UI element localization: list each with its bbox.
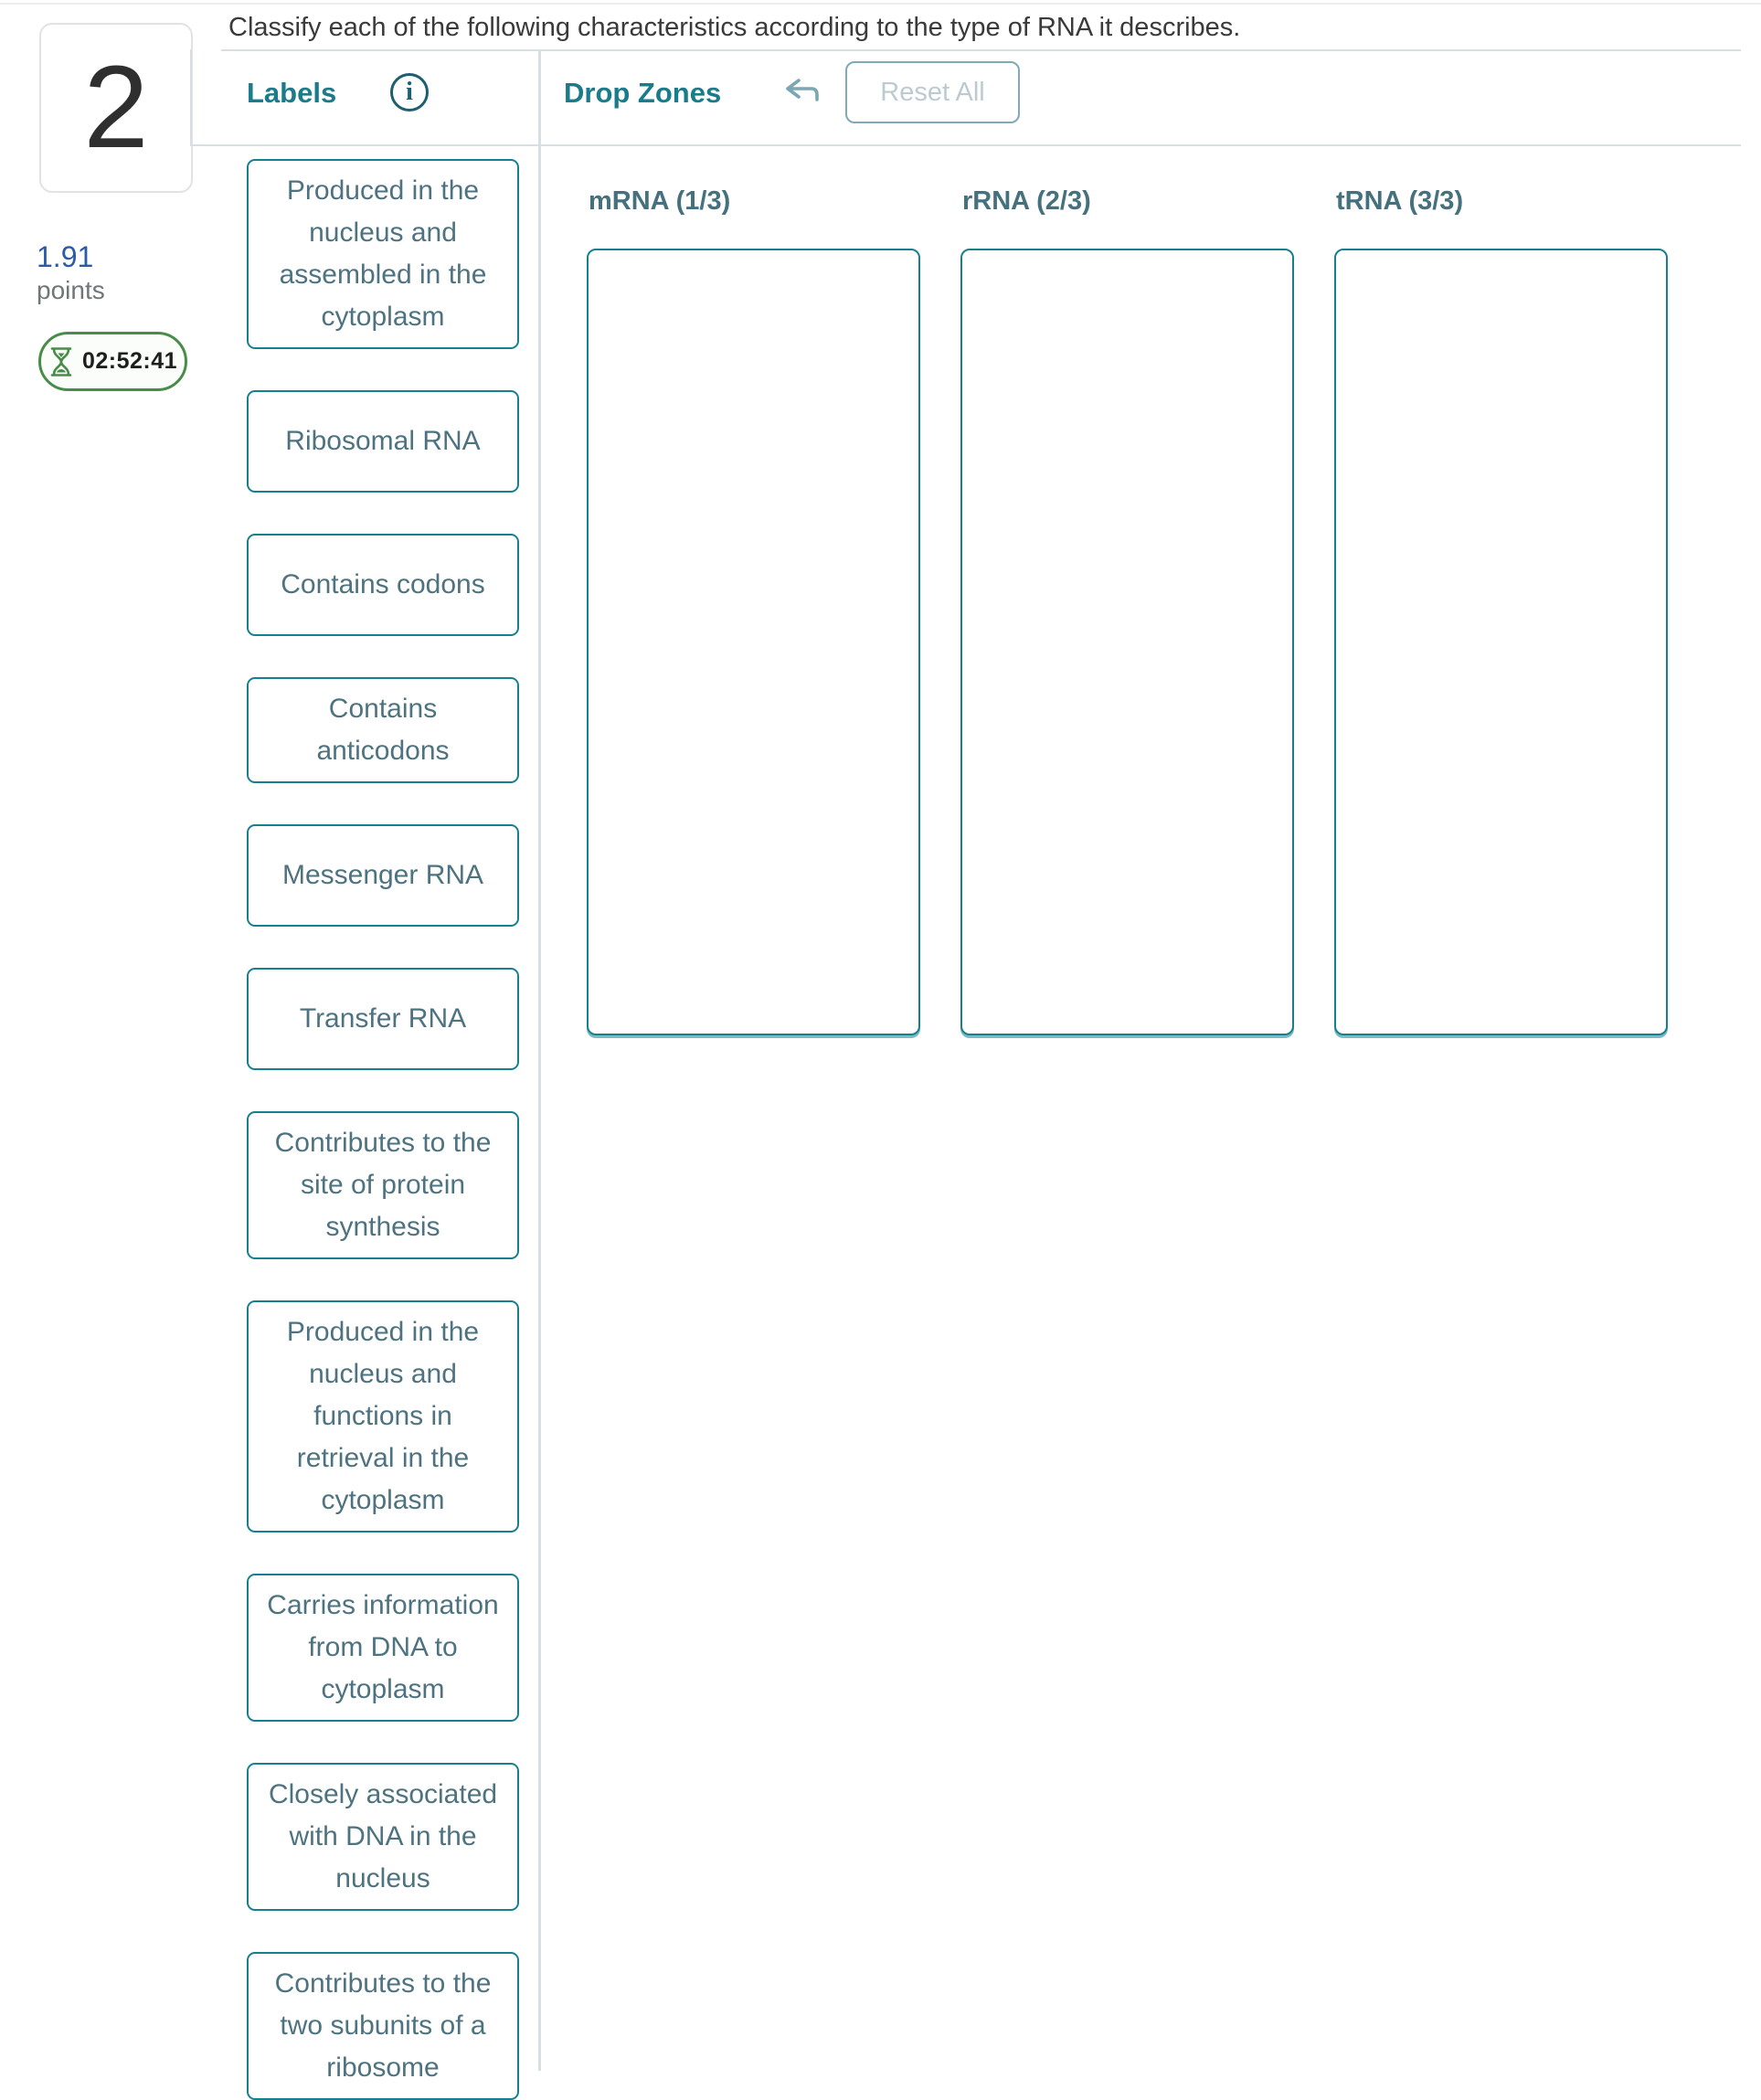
zone-group-trna: tRNA (3/3) xyxy=(1334,183,1668,1035)
label-chip-text: Closely associated with DNA in the nucle… xyxy=(268,1779,498,1893)
question-number: 2 xyxy=(83,42,149,173)
zone-title-rrna: rRNA (2/3) xyxy=(962,186,1091,216)
reset-all-button[interactable]: Reset All xyxy=(845,61,1020,123)
drop-zones-title: Drop Zones xyxy=(564,77,722,109)
undo-arrow-icon[interactable] xyxy=(782,75,826,115)
question-panel: Classify each of the following character… xyxy=(190,0,1741,2100)
label-chip-text: Contributes to the two subunits of a rib… xyxy=(274,1968,492,2083)
label-chip-text: Contributes to the site of protein synth… xyxy=(274,1128,492,1242)
label-chip-text: Contains anticodons xyxy=(316,694,450,766)
zone-dropbox-mrna[interactable] xyxy=(587,249,920,1035)
points-value: 1.91 xyxy=(37,240,94,273)
label-chip[interactable]: Contains codons xyxy=(247,534,519,636)
label-chip-text: Produced in the nucleus and assembled in… xyxy=(279,175,487,332)
label-chip[interactable]: Contributes to the two subunits of a rib… xyxy=(247,1952,519,2100)
question-sidebar: 2 1.91 points 02:52:41 xyxy=(0,0,193,2071)
label-chip[interactable]: Transfer RNA xyxy=(247,968,519,1070)
drop-zones-row: mRNA (1/3) rRNA (2/3) tRNA (3/3) xyxy=(587,183,1668,1035)
timer-badge: 02:52:41 xyxy=(38,332,187,391)
zone-title-mrna: mRNA (1/3) xyxy=(589,186,731,216)
label-chip[interactable]: Produced in the nucleus and assembled in… xyxy=(247,159,519,349)
question-number-card: 2 xyxy=(39,23,193,193)
label-chip[interactable]: Carries information from DNA to cytoplas… xyxy=(247,1574,519,1722)
zone-title-trna: tRNA (3/3) xyxy=(1336,186,1464,216)
top-divider xyxy=(0,3,1761,5)
labels-dropzones-divider xyxy=(538,49,541,2071)
zone-group-mrna: mRNA (1/3) xyxy=(587,183,920,1035)
label-chip[interactable]: Messenger RNA xyxy=(247,824,519,927)
timer-value: 02:52:41 xyxy=(81,348,178,374)
divider xyxy=(190,49,192,146)
zone-dropbox-trna[interactable] xyxy=(1334,249,1668,1035)
label-chip[interactable]: Contributes to the site of protein synth… xyxy=(247,1111,519,1259)
label-chip-text: Carries information from DNA to cytoplas… xyxy=(267,1590,499,1704)
label-chip[interactable]: Produced in the nucleus and functions in… xyxy=(247,1300,519,1533)
label-chip[interactable]: Contains anticodons xyxy=(247,677,519,783)
hourglass-icon xyxy=(50,346,72,377)
info-icon[interactable]: i xyxy=(390,73,429,111)
points-label: points xyxy=(37,276,105,305)
label-chip[interactable]: Ribosomal RNA xyxy=(247,390,519,493)
label-chip[interactable]: Closely associated with DNA in the nucle… xyxy=(247,1763,519,1911)
label-chip-text: Ribosomal RNA xyxy=(285,426,481,456)
label-chip-text: Produced in the nucleus and functions in… xyxy=(286,1317,480,1515)
divider xyxy=(221,49,1741,51)
label-chip-text: Messenger RNA xyxy=(281,860,484,890)
label-chip-text: Contains codons xyxy=(281,569,485,599)
question-prompt: Classify each of the following character… xyxy=(228,13,1241,42)
labels-panel-title: Labels xyxy=(247,77,337,109)
labels-list: Produced in the nucleus and assembled in… xyxy=(247,159,519,2100)
zone-group-rrna: rRNA (2/3) xyxy=(960,183,1294,1035)
label-chip-text: Transfer RNA xyxy=(299,1003,467,1034)
divider xyxy=(190,144,1741,146)
panel-header-row: Labels i Drop Zones Reset All xyxy=(190,49,1741,144)
points-block: 1.91 points xyxy=(37,239,105,308)
zone-dropbox-rrna[interactable] xyxy=(960,249,1294,1035)
